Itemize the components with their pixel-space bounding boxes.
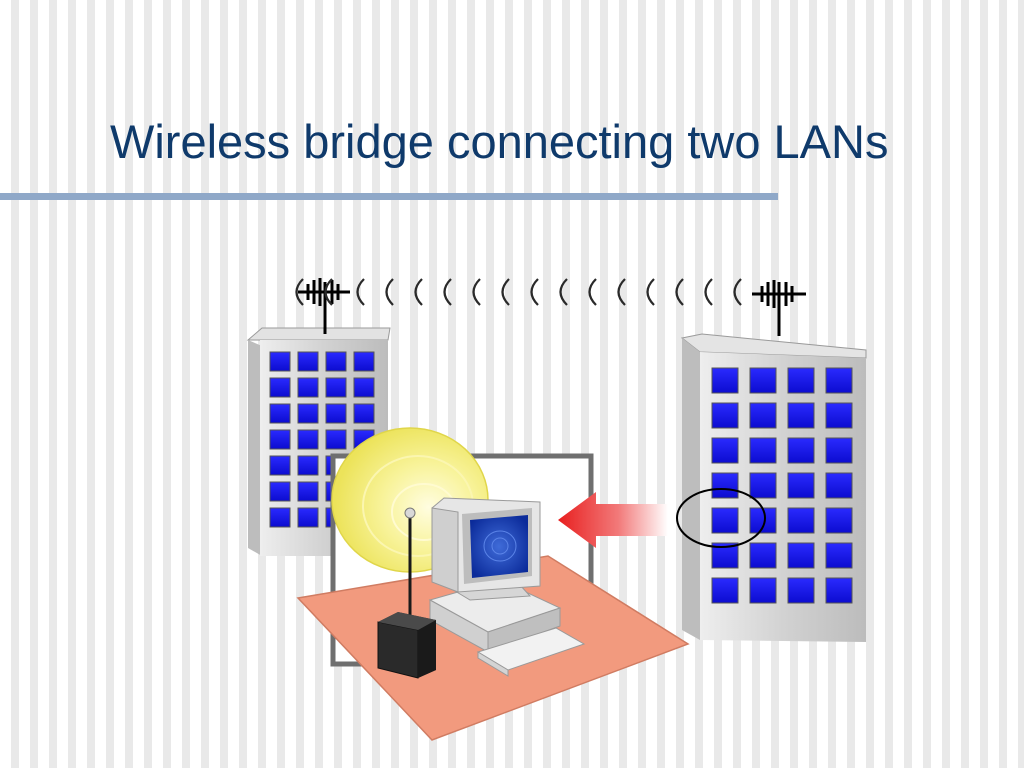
radio-wave-icon: [414, 278, 423, 306]
radio-wave-icon: [617, 278, 626, 306]
radio-waves: [295, 278, 742, 306]
access-point-antenna-icon: [377, 507, 436, 679]
radio-wave-icon: [559, 278, 568, 306]
radio-wave-icon: [646, 278, 655, 306]
radio-wave-icon: [443, 278, 452, 306]
title-divider: [0, 193, 778, 200]
desktop-computer-icon: [428, 497, 586, 677]
radio-wave-icon: [324, 278, 333, 306]
arrow-left-icon: [558, 492, 668, 548]
right-building-icon: [680, 333, 867, 642]
radio-wave-icon: [295, 278, 304, 306]
radio-wave-icon: [704, 278, 713, 306]
radio-wave-icon: [588, 278, 597, 306]
radio-wave-icon: [675, 278, 684, 306]
right-antenna-icon: [752, 280, 806, 336]
radio-wave-icon: [472, 278, 481, 306]
radio-wave-icon: [733, 278, 742, 306]
highlight-ellipse: [676, 488, 766, 548]
left-antenna-icon: [298, 278, 350, 334]
radio-wave-icon: [501, 278, 510, 306]
radio-wave-icon: [356, 278, 365, 306]
radio-wave-icon: [385, 278, 394, 306]
slide-title: Wireless bridge connecting two LANs: [110, 115, 889, 168]
radio-wave-icon: [530, 278, 539, 306]
